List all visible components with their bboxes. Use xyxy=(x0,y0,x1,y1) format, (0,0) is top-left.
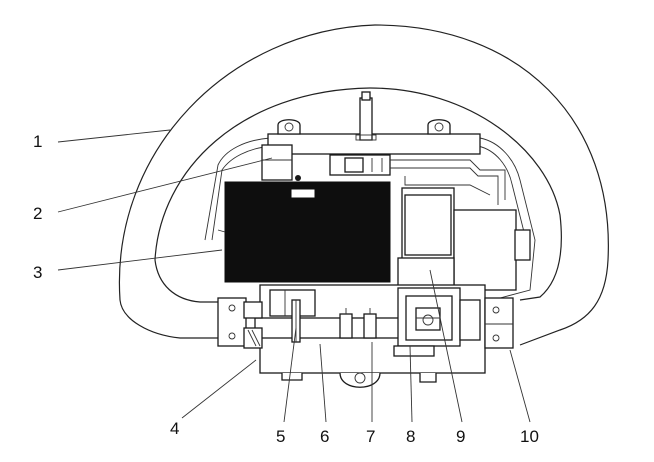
callout-9: 9 xyxy=(456,427,466,446)
callout-1: 1 xyxy=(33,132,43,151)
right-modules xyxy=(397,187,531,291)
leader-lines xyxy=(57,129,531,423)
upper-bracket xyxy=(261,144,506,205)
leader-3 xyxy=(57,249,223,271)
dark-block xyxy=(217,175,391,283)
leader-4 xyxy=(181,359,257,419)
callout-4: 4 xyxy=(170,419,180,438)
left-mount xyxy=(217,297,263,349)
leader-9 xyxy=(429,269,463,423)
leader-1 xyxy=(57,129,171,143)
leader-2 xyxy=(57,157,273,213)
lower-chassis xyxy=(254,284,486,388)
leader-6 xyxy=(319,343,327,423)
callout-5: 5 xyxy=(276,427,286,446)
leader-5 xyxy=(283,327,297,423)
callout-8: 8 xyxy=(406,427,416,446)
callout-3: 3 xyxy=(33,263,43,282)
callout-2: 2 xyxy=(33,204,43,223)
callout-6: 6 xyxy=(320,427,330,446)
outer-arch-housing xyxy=(118,24,609,346)
leader-8 xyxy=(409,345,413,423)
leader-10 xyxy=(509,349,531,423)
callout-7: 7 xyxy=(366,427,376,446)
callout-10: 10 xyxy=(520,427,539,446)
right-mount xyxy=(484,297,514,349)
inner-frame xyxy=(204,91,536,299)
